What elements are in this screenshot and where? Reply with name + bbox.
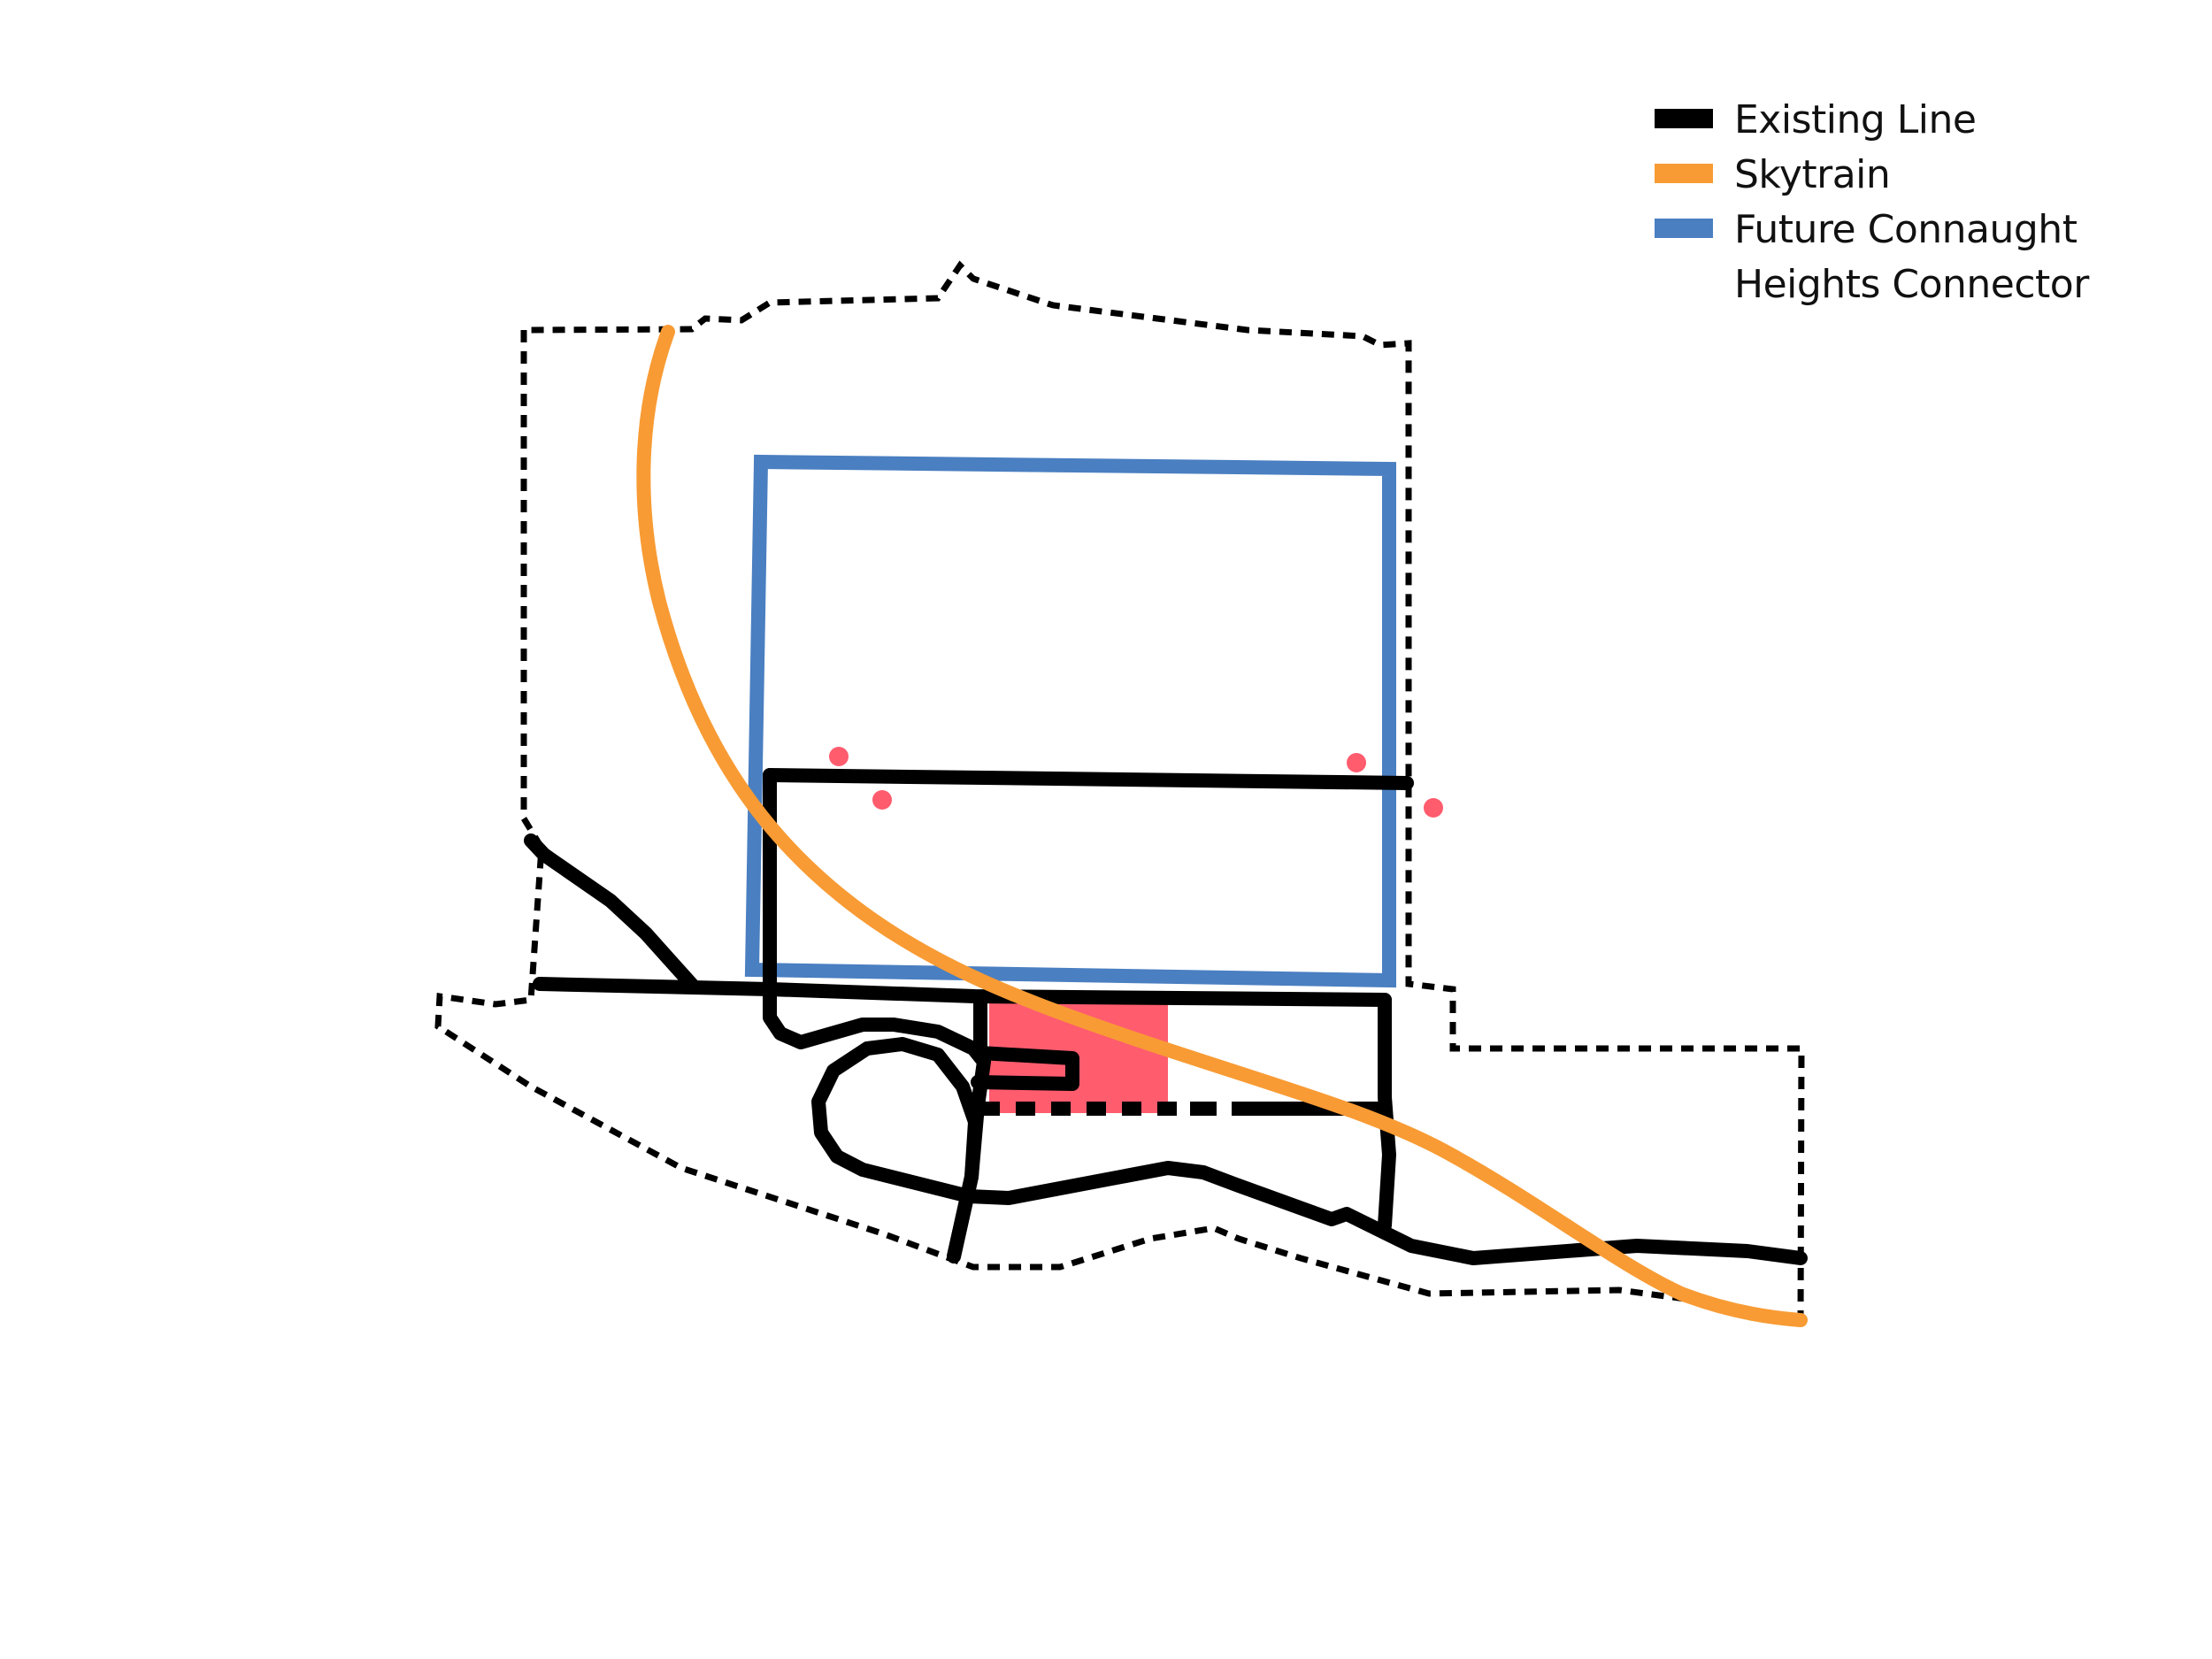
orange-line-swatch-icon <box>1655 164 1713 183</box>
station-marker <box>872 790 892 810</box>
station-markers <box>829 747 1443 818</box>
skytrain-line <box>636 325 1808 1327</box>
existing-line-east-road <box>1378 993 1396 1233</box>
legend-item-future-connector: Future Connaught Heights Connector <box>1655 203 2150 312</box>
station-marker <box>1347 753 1366 772</box>
station-marker <box>1424 798 1443 818</box>
existing-line-north-road <box>763 768 1414 790</box>
blue-line-swatch-icon <box>1655 219 1713 238</box>
station-marker <box>829 747 849 766</box>
legend-label: Existing Line <box>1734 97 1977 142</box>
existing-line-main-road <box>533 977 1392 1007</box>
existing-line-northwest-road <box>524 833 699 992</box>
existing-line-south-road <box>811 1037 1808 1265</box>
map-legend: Existing Line Skytrain Future Connaught … <box>1655 93 2150 312</box>
legend-item-skytrain: Skytrain <box>1655 148 2150 203</box>
legend-label: Future Connaught Heights Connector <box>1734 207 2089 307</box>
existing-line-site-loop <box>971 993 1079 1091</box>
legend-item-existing-line: Existing Line <box>1655 93 2150 148</box>
legend-label: Skytrain <box>1734 152 1891 197</box>
black-line-swatch-icon <box>1655 109 1713 128</box>
existing-line-west-spur <box>763 768 991 1263</box>
